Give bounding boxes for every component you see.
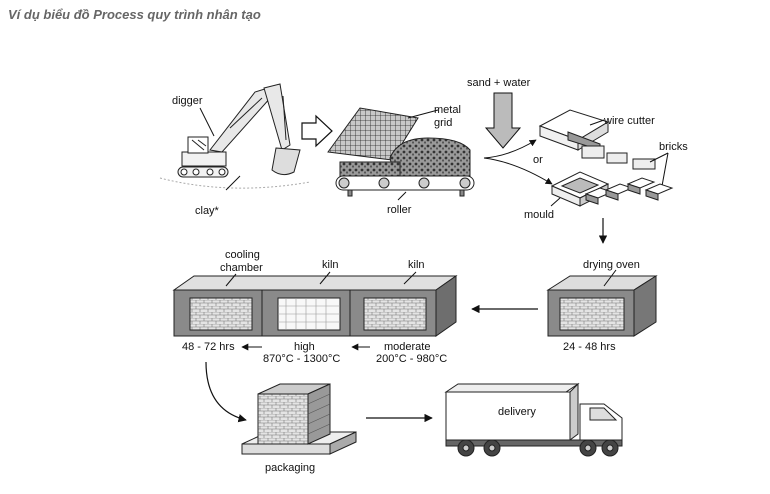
label-metal: metal <box>434 104 461 116</box>
label-kiln-2: kiln <box>408 259 425 271</box>
label-drying-oven: drying oven <box>583 259 640 271</box>
label-sand-water: sand + water <box>467 77 531 89</box>
label-cooling: cooling <box>225 249 260 261</box>
drying-oven-leader <box>603 269 617 287</box>
label-kiln-1: kiln <box>322 259 339 271</box>
packaging-illustration <box>241 383 357 455</box>
bricks-leader-1 <box>649 152 669 163</box>
label-packaging: packaging <box>265 462 315 474</box>
label-drying-time: 24 - 48 hrs <box>563 341 616 353</box>
label-moderate-temp: 200°C - 980°C <box>376 353 447 365</box>
kiln-2-leader <box>403 271 417 285</box>
sand-water-arrow <box>484 92 522 149</box>
split-arrow-upper <box>483 139 537 159</box>
roller-leader <box>397 191 407 201</box>
kiln-tunnel-illustration <box>172 275 458 337</box>
split-arrow-lower <box>483 157 553 185</box>
label-high: high <box>294 341 315 353</box>
to-packaging-arrow <box>205 361 247 423</box>
label-bricks: bricks <box>659 141 688 153</box>
clay-leader <box>225 175 241 191</box>
label-moderate: moderate <box>384 341 430 353</box>
label-roller: roller <box>387 204 412 216</box>
diagram-caption: Ví dụ biểu đồ Process quy trình nhân tạo <box>8 7 261 22</box>
mould-leader <box>550 197 561 207</box>
label-wire-cutter: wire cutter <box>603 115 655 127</box>
label-mould: mould <box>524 209 554 221</box>
wire-cutter-leader <box>589 119 605 126</box>
cooling-leader <box>225 273 237 287</box>
digger-leader <box>199 107 215 137</box>
label-chamber: chamber <box>220 262 263 274</box>
label-or: or <box>533 154 543 166</box>
hollow-arrow <box>301 114 333 148</box>
metal-grid-leader <box>407 109 439 119</box>
metal-grid-roller-illustration <box>327 107 475 197</box>
label-high-temp: 870°C - 1300°C <box>263 353 340 365</box>
kiln-1-leader <box>319 271 331 285</box>
label-digger: digger <box>172 95 203 107</box>
bricks-leader-2 <box>661 152 669 187</box>
label-delivery: delivery <box>498 406 536 418</box>
label-cool-time: 48 - 72 hrs <box>182 341 235 353</box>
mould-illustration <box>550 171 674 207</box>
delivery-truck-illustration <box>444 382 623 457</box>
label-clay: clay* <box>195 205 220 217</box>
wire-cutter-illustration <box>538 109 656 170</box>
label-grid: grid <box>434 117 452 129</box>
digger-illustration <box>159 83 311 189</box>
drying-oven-illustration <box>546 275 658 337</box>
